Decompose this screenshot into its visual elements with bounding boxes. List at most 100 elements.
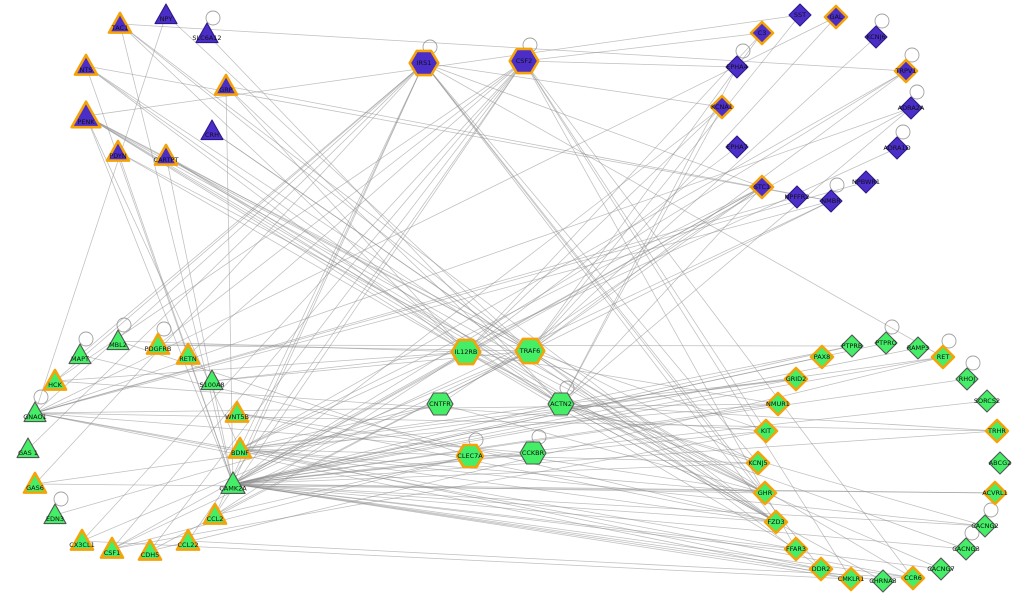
triangle-node-shape[interactable] bbox=[106, 329, 130, 351]
triangle-node-shape[interactable] bbox=[105, 139, 131, 162]
diamond-node-shape[interactable] bbox=[900, 565, 926, 591]
diamond-node-shape[interactable] bbox=[783, 536, 809, 562]
node-CSF2[interactable]: CSF2 bbox=[508, 47, 540, 75]
node-EPHA7[interactable]: EPHA7 bbox=[725, 135, 749, 159]
node-NMBR[interactable]: NMBR bbox=[819, 189, 843, 213]
node-GNAO1[interactable]: GNAO1 bbox=[23, 401, 47, 423]
diamond-node-shape[interactable] bbox=[725, 55, 749, 79]
node-IRS1[interactable]: IRS1 bbox=[408, 49, 440, 77]
diamond-node-shape[interactable] bbox=[725, 135, 749, 159]
node-PTPRB[interactable]: PTPRB bbox=[840, 334, 864, 358]
diamond-node-shape[interactable] bbox=[809, 344, 835, 370]
node-TRPV1[interactable]: TRPV1 bbox=[893, 58, 919, 84]
diamond-node-shape[interactable] bbox=[982, 480, 1008, 506]
triangle-node-shape[interactable] bbox=[153, 143, 179, 166]
node-CACNG2[interactable]: CACNG2 bbox=[971, 514, 999, 538]
diamond-node-shape[interactable] bbox=[840, 334, 864, 358]
diamond-node-shape[interactable] bbox=[765, 391, 791, 417]
triangle-node-shape[interactable] bbox=[16, 437, 40, 459]
node-DDR2[interactable]: DDR2 bbox=[808, 556, 834, 582]
triangle-node-shape[interactable] bbox=[23, 401, 47, 423]
diamond-node-shape[interactable] bbox=[874, 331, 898, 355]
diamond-node-shape[interactable] bbox=[823, 4, 849, 30]
hexagon-node-shape[interactable] bbox=[508, 47, 540, 75]
node-SLC6A12[interactable]: SLC6A12 bbox=[192, 22, 222, 44]
triangle-node-shape[interactable] bbox=[69, 528, 95, 551]
node-CLEC7A[interactable]: CLEC7A bbox=[455, 443, 485, 469]
node-CACNG7[interactable]: CACNG7 bbox=[927, 557, 955, 581]
node-TAC1[interactable]: TAC1 bbox=[107, 11, 133, 34]
node-EDN3[interactable]: EDN3 bbox=[43, 503, 67, 525]
hexagon-node-shape[interactable] bbox=[547, 392, 575, 416]
triangle-node-shape[interactable] bbox=[200, 369, 224, 391]
node-ADRA1D[interactable]: ADRA1D bbox=[883, 136, 911, 160]
diamond-node-shape[interactable] bbox=[783, 366, 809, 392]
node-C3[interactable]: C3 bbox=[749, 20, 775, 46]
triangle-node-shape[interactable] bbox=[137, 538, 163, 561]
node-NPFFR2[interactable]: NPFFR2 bbox=[785, 185, 810, 209]
diamond-node-shape[interactable] bbox=[988, 451, 1012, 475]
diamond-node-shape[interactable] bbox=[745, 450, 771, 476]
node-CCR6[interactable]: CCR6 bbox=[900, 565, 926, 591]
triangle-node-shape[interactable] bbox=[22, 471, 48, 494]
diamond-node-shape[interactable] bbox=[753, 418, 779, 444]
node-GAL[interactable]: GAL bbox=[823, 4, 849, 30]
node-SST[interactable]: SST bbox=[788, 3, 812, 27]
diamond-node-shape[interactable] bbox=[954, 537, 978, 561]
triangle-node-shape[interactable] bbox=[154, 3, 178, 25]
diamond-node-shape[interactable] bbox=[899, 96, 923, 120]
triangle-node-shape[interactable] bbox=[99, 536, 125, 559]
node-NPBWR1[interactable]: NPBWR1 bbox=[852, 170, 880, 194]
diamond-node-shape[interactable] bbox=[885, 136, 909, 160]
triangle-node-shape[interactable] bbox=[224, 400, 250, 423]
diamond-node-shape[interactable] bbox=[955, 367, 979, 391]
diamond-node-shape[interactable] bbox=[763, 509, 789, 535]
node-CMKLR1[interactable]: CMKLR1 bbox=[838, 566, 865, 592]
triangle-node-shape[interactable] bbox=[220, 471, 246, 494]
hexagon-node-shape[interactable] bbox=[455, 443, 485, 469]
node-MAPT[interactable]: MAPT bbox=[68, 343, 92, 365]
node-CNTFR[interactable]: CNTFR bbox=[426, 392, 454, 416]
node-CRH[interactable]: CRH bbox=[200, 119, 224, 141]
diamond-node-shape[interactable] bbox=[930, 344, 956, 370]
diamond-node-shape[interactable] bbox=[975, 389, 999, 413]
triangle-node-shape[interactable] bbox=[175, 528, 201, 551]
node-KCNJ6[interactable]: KCNJ6 bbox=[864, 25, 888, 49]
node-CACNG3[interactable]: CACNG3 bbox=[952, 537, 980, 561]
triangle-node-shape[interactable] bbox=[73, 53, 99, 76]
node-RAMP3[interactable]: RAMP3 bbox=[906, 336, 930, 360]
node-RHOJ[interactable]: RHOJ bbox=[955, 367, 979, 391]
node-GRID2[interactable]: GRID2 bbox=[783, 366, 809, 392]
triangle-node-shape[interactable] bbox=[175, 342, 201, 365]
diamond-node-shape[interactable] bbox=[906, 336, 930, 360]
triangle-node-shape[interactable] bbox=[107, 11, 133, 34]
node-NTS[interactable]: NTS bbox=[73, 53, 99, 76]
node-KCNJ5[interactable]: KCNJ5 bbox=[745, 450, 771, 476]
diamond-node-shape[interactable] bbox=[749, 20, 775, 46]
node-PDYN[interactable]: PDYN bbox=[105, 139, 131, 162]
node-NMUR1[interactable]: NMUR1 bbox=[765, 391, 791, 417]
diamond-node-shape[interactable] bbox=[808, 556, 834, 582]
node-CDH5[interactable]: CDH5 bbox=[137, 538, 163, 561]
diamond-node-shape[interactable] bbox=[854, 170, 878, 194]
diamond-node-shape[interactable] bbox=[709, 94, 735, 120]
triangle-node-shape[interactable] bbox=[202, 502, 228, 525]
triangle-node-shape[interactable] bbox=[70, 100, 102, 129]
diamond-node-shape[interactable] bbox=[838, 566, 864, 592]
triangle-node-shape[interactable] bbox=[213, 73, 239, 96]
triangle-node-shape[interactable] bbox=[195, 22, 219, 44]
node-SORCS2[interactable]: SORCS2 bbox=[974, 389, 1000, 413]
diamond-node-shape[interactable] bbox=[973, 514, 997, 538]
node-ACVRL1[interactable]: ACVRL1 bbox=[982, 480, 1008, 506]
diamond-node-shape[interactable] bbox=[984, 418, 1010, 444]
node-IL12RB[interactable]: IL12RB bbox=[450, 338, 482, 366]
node-PTPRO[interactable]: PTPRO bbox=[874, 331, 898, 355]
diamond-node-shape[interactable] bbox=[864, 25, 888, 49]
triangle-node-shape[interactable] bbox=[227, 436, 253, 459]
diamond-node-shape[interactable] bbox=[785, 185, 809, 209]
node-RET[interactable]: RET bbox=[930, 344, 956, 370]
triangle-node-shape[interactable] bbox=[42, 368, 68, 391]
diamond-node-shape[interactable] bbox=[819, 189, 843, 213]
diamond-node-shape[interactable] bbox=[752, 480, 778, 506]
